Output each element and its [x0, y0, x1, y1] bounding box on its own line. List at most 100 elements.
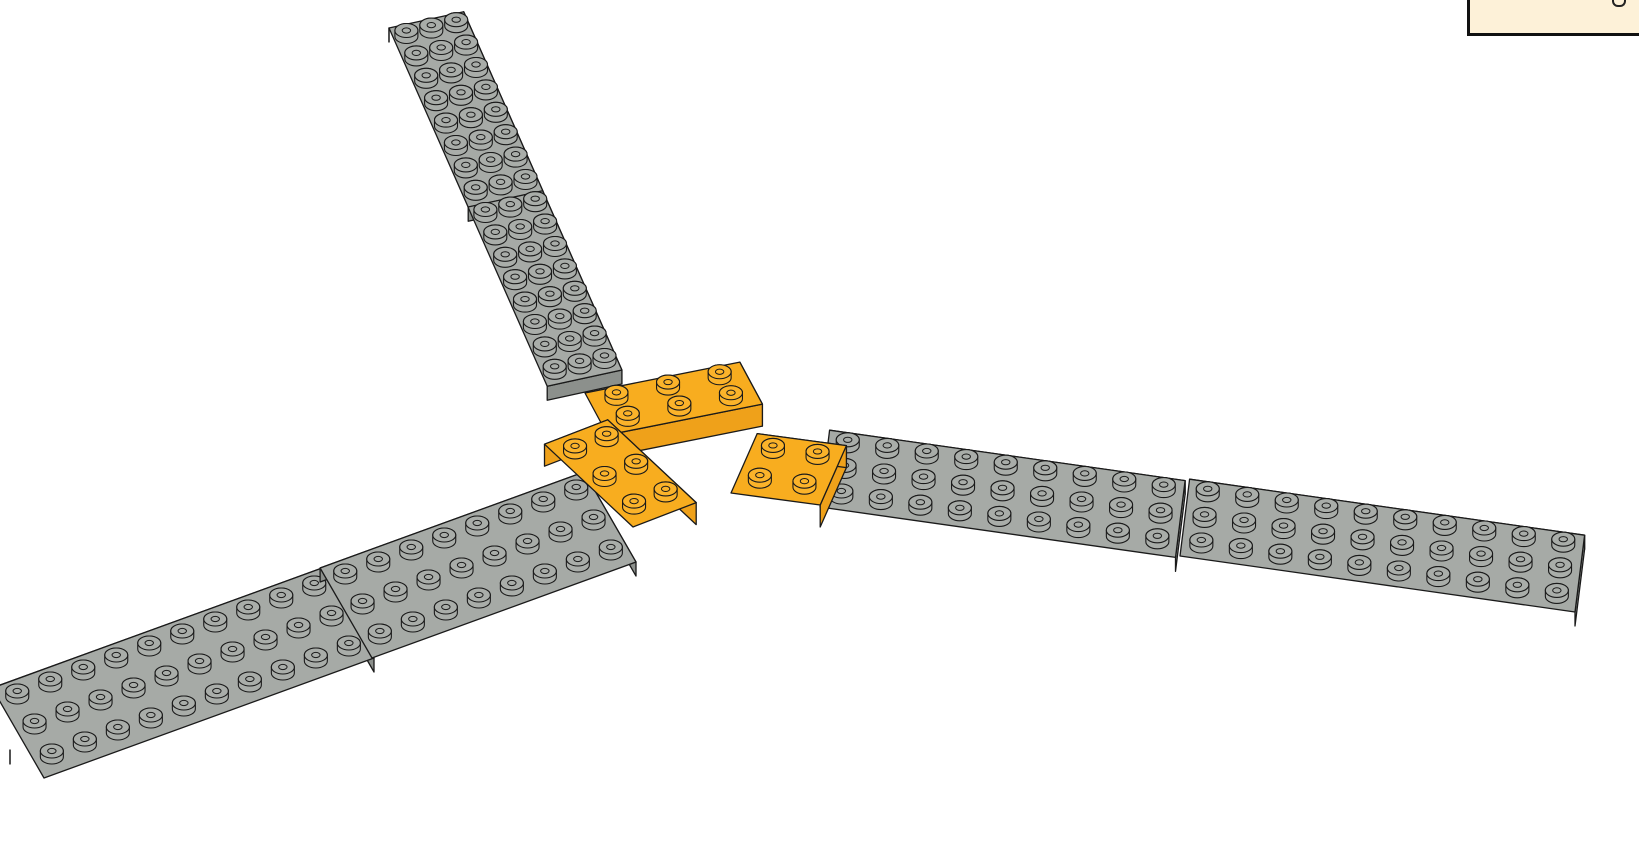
stud	[523, 315, 546, 335]
stud	[238, 672, 261, 692]
stud	[1193, 507, 1216, 527]
stud	[988, 506, 1011, 526]
stud	[1315, 499, 1338, 519]
left-arm-gray-plate-near	[320, 472, 636, 658]
stud	[320, 606, 343, 626]
stud	[514, 170, 537, 190]
stud	[1236, 487, 1259, 507]
stud	[599, 540, 622, 560]
stud	[558, 332, 581, 352]
stud	[415, 68, 438, 88]
stud	[548, 309, 571, 329]
upper-arm-gray-plate-far	[389, 12, 543, 221]
stud	[351, 594, 374, 614]
stud	[221, 642, 244, 662]
stud	[287, 618, 310, 638]
stud	[909, 495, 932, 515]
stud	[533, 564, 556, 584]
stud	[444, 136, 467, 156]
stud	[304, 648, 327, 668]
stud	[549, 522, 572, 542]
stud	[595, 427, 618, 447]
stud	[204, 612, 227, 632]
stud	[625, 454, 648, 474]
stud	[1545, 583, 1568, 603]
stud	[514, 292, 537, 312]
stud	[1106, 523, 1129, 543]
stud	[425, 91, 448, 111]
stud	[254, 630, 277, 650]
stud	[500, 576, 523, 596]
right-arm-gray-plate-near	[820, 430, 1185, 571]
stud	[454, 158, 477, 178]
stud	[1552, 532, 1575, 552]
stud	[40, 744, 63, 764]
stud	[654, 482, 677, 502]
stud	[1512, 527, 1535, 547]
stud	[869, 490, 892, 510]
stud	[1430, 541, 1453, 561]
upper-arm-gray-plate-near	[468, 191, 622, 400]
stud	[401, 612, 424, 632]
stud	[873, 464, 896, 484]
stud	[1394, 510, 1417, 530]
stud	[1229, 539, 1252, 559]
stud	[532, 492, 555, 512]
stud	[1275, 493, 1298, 513]
stud	[509, 220, 532, 240]
stud	[205, 684, 228, 704]
stud	[484, 225, 507, 245]
stud	[1433, 515, 1456, 535]
stud	[237, 600, 260, 620]
stud	[271, 660, 294, 680]
parts-callout-box	[1467, 0, 1639, 36]
stud	[568, 354, 591, 374]
stud	[1031, 486, 1054, 506]
stud	[445, 13, 468, 33]
callout-corner-glyph-icon	[1612, 0, 1626, 7]
stud	[334, 564, 357, 584]
stud	[948, 501, 971, 521]
stud	[435, 113, 458, 133]
stud	[484, 102, 507, 122]
stud	[1233, 513, 1256, 533]
stud	[395, 24, 418, 44]
stud	[1113, 472, 1136, 492]
stud	[534, 214, 557, 234]
stud	[440, 63, 463, 83]
stud	[1466, 572, 1489, 592]
stud	[1549, 558, 1572, 578]
stud	[474, 203, 497, 223]
stud	[105, 648, 128, 668]
stud	[367, 552, 390, 572]
stud	[1427, 567, 1450, 587]
stud	[400, 540, 423, 560]
stud	[876, 438, 899, 458]
stud	[524, 192, 547, 212]
stud	[553, 259, 576, 279]
stud	[593, 467, 616, 487]
right-arm-gray-plate-far	[1180, 479, 1585, 626]
stud	[368, 624, 391, 644]
stud	[564, 439, 587, 459]
stud	[1073, 466, 1096, 486]
stud	[1351, 530, 1374, 550]
stud	[405, 46, 428, 66]
stud	[106, 720, 129, 740]
stud	[593, 349, 616, 369]
stud	[519, 242, 542, 262]
stud	[1034, 461, 1057, 481]
stud	[337, 636, 360, 656]
stud	[793, 474, 816, 494]
stud	[122, 678, 145, 698]
stud	[708, 365, 731, 385]
stud	[433, 528, 456, 548]
stud	[1149, 503, 1172, 523]
stud	[582, 510, 605, 530]
stud	[668, 396, 691, 416]
stud	[420, 18, 443, 38]
stud	[563, 281, 586, 301]
stud	[1354, 504, 1377, 524]
stud	[1506, 578, 1529, 598]
stud	[464, 180, 487, 200]
